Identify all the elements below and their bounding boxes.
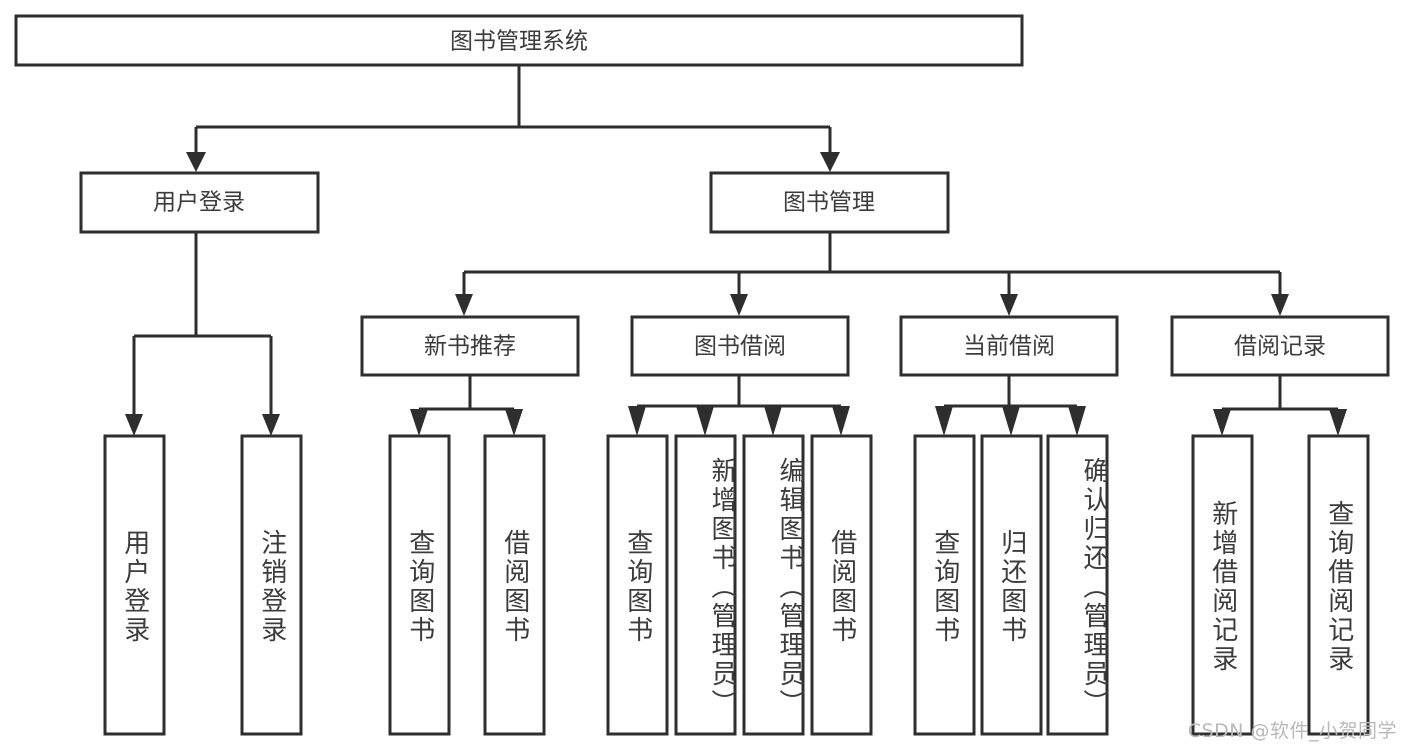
connector-group-book-borrow — [628, 375, 850, 436]
leaf-box-query-book-3[interactable] — [913, 434, 976, 736]
node-current-borrow-label: 当前借阅 — [963, 334, 1055, 360]
arrow-br-l1 — [1213, 409, 1231, 436]
node-user-login[interactable]: 用户登录 — [79, 171, 320, 234]
leaf-box-return-book[interactable] — [980, 434, 1043, 736]
node-new-book-recommend[interactable]: 新书推荐 — [360, 315, 580, 377]
node-new-book-recommend-label: 新书推荐 — [424, 334, 516, 360]
node-book-borrow-label: 图书借阅 — [694, 334, 786, 360]
arrow-bm-c3 — [1000, 294, 1018, 316]
node-book-borrow-box[interactable] — [630, 315, 850, 377]
arrow-user-login-l1 — [125, 414, 143, 436]
leaf-box-confirm-return[interactable] — [1046, 434, 1109, 736]
node-new-book-recommend-box[interactable] — [360, 315, 580, 377]
connector-group-new-book — [410, 375, 523, 436]
arrow-br-l2 — [1329, 409, 1347, 436]
arrow-nb-l1 — [410, 409, 428, 436]
arrow-cb-l2 — [1002, 406, 1020, 436]
leaf-box-query-record[interactable] — [1307, 434, 1370, 736]
arrow-cb-l3 — [1068, 406, 1086, 436]
leaf-box-user-logout[interactable] — [240, 434, 303, 736]
arrow-root-to-book-mgmt — [820, 152, 840, 172]
node-borrow-record-label: 借阅记录 — [1234, 334, 1326, 360]
node-user-login-box[interactable] — [79, 171, 320, 234]
node-root-box[interactable] — [14, 14, 1024, 67]
node-current-borrow[interactable]: 当前借阅 — [899, 315, 1119, 377]
leaf-box-add-book[interactable] — [674, 434, 737, 736]
arrow-bm-c1 — [455, 294, 473, 316]
node-book-management[interactable]: 图书管理 — [709, 171, 950, 234]
arrow-bb-l2 — [696, 406, 714, 436]
arrow-bb-l1 — [628, 406, 646, 436]
node-book-borrow[interactable]: 图书借阅 — [630, 315, 850, 377]
leaf-box-add-record[interactable] — [1191, 434, 1254, 736]
node-current-borrow-box[interactable] — [899, 315, 1119, 377]
leaf-box-edit-book[interactable] — [742, 434, 805, 736]
leaf-box-query-book-2[interactable] — [606, 434, 669, 736]
node-book-management-label: 图书管理 — [783, 190, 875, 216]
arrow-bb-l3 — [764, 406, 782, 436]
node-borrow-record-box[interactable] — [1170, 315, 1390, 377]
node-root[interactable]: 图书管理系统 — [14, 14, 1024, 67]
connector-group-user-login — [125, 232, 280, 436]
arrow-nb-l2 — [505, 409, 523, 436]
node-borrow-record[interactable]: 借阅记录 — [1170, 315, 1390, 377]
arrow-user-login-l2 — [262, 414, 280, 436]
csdn-watermark: CSDN @软件_小贺同学 — [1187, 720, 1397, 742]
node-book-management-box[interactable] — [709, 171, 950, 234]
arrow-bm-c4 — [1271, 294, 1289, 316]
connector-group-borrow-record — [1213, 375, 1347, 436]
node-user-login-label: 用户登录 — [153, 190, 245, 216]
arrow-cb-l1 — [935, 406, 953, 436]
leaf-box-borrow-book-1[interactable] — [483, 434, 546, 736]
leaf-box-borrow-book-2[interactable] — [810, 434, 873, 736]
node-root-label: 图书管理系统 — [450, 29, 588, 55]
connector-group-root — [186, 65, 840, 172]
arrow-bb-l4 — [832, 406, 850, 436]
leaf-box-query-book-1[interactable] — [388, 434, 451, 736]
arrow-root-to-user-login — [186, 152, 206, 172]
connector-group-book-mgmt — [455, 232, 1289, 316]
leaf-box-user-login[interactable] — [103, 434, 166, 736]
arrow-bm-c2 — [730, 294, 748, 316]
connector-group-current-borrow — [935, 375, 1086, 436]
